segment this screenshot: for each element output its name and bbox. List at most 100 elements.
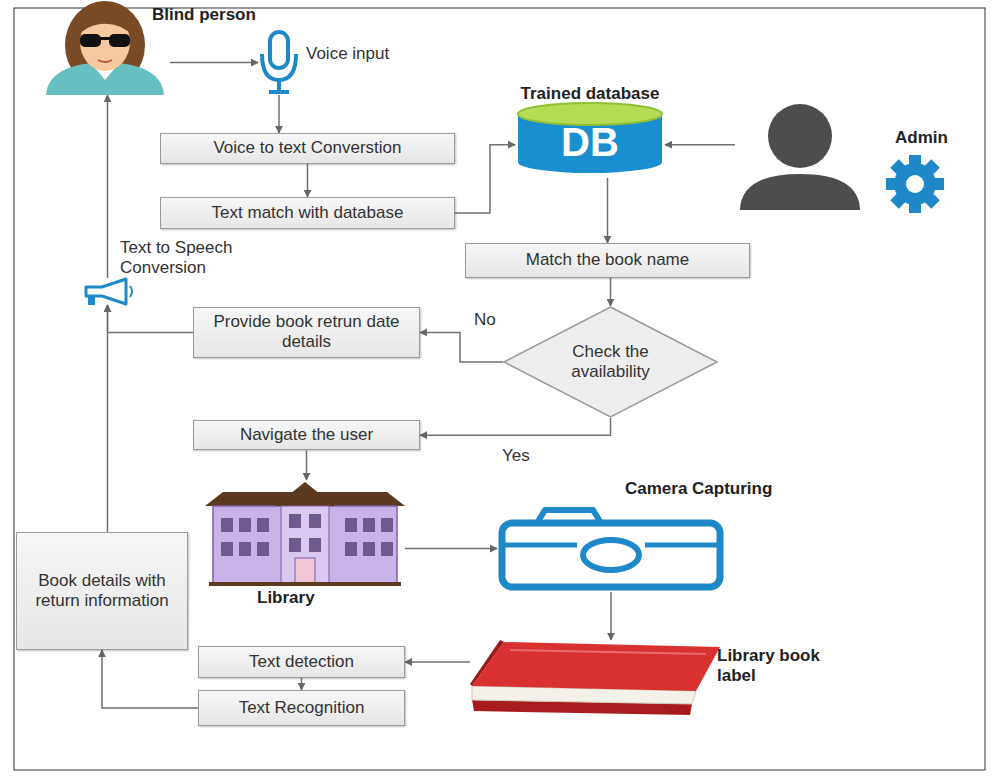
node-label: Library xyxy=(257,588,357,608)
icon-part xyxy=(269,90,289,94)
node-text: Text Recognition xyxy=(239,698,365,718)
frame-border xyxy=(14,8,985,770)
node-text: Check the availability xyxy=(546,342,675,383)
icon-part xyxy=(510,650,706,654)
icon-part xyxy=(502,543,577,548)
flow-arrow xyxy=(420,418,611,435)
icon-part xyxy=(277,80,281,90)
node-label: Camera Capturing xyxy=(625,479,775,499)
process-box: Navigate the user xyxy=(193,420,420,450)
icon-part xyxy=(130,286,132,297)
database-icon: Trained databaseDB xyxy=(515,80,665,178)
camera-icon: Camera Capturing xyxy=(497,505,725,592)
book-icon-drawing xyxy=(470,640,720,716)
node-text: Book details with return information xyxy=(25,571,179,612)
icon-part xyxy=(239,542,251,556)
person-icon-drawing xyxy=(40,0,170,95)
icon-part xyxy=(98,60,112,62)
icon-part xyxy=(221,518,233,532)
microphone-icon-drawing xyxy=(258,30,300,95)
speaker-icon-drawing xyxy=(80,278,135,305)
flow-arrow xyxy=(170,62,258,64)
process-box: Book details with return information xyxy=(16,532,188,650)
icon-part xyxy=(86,279,126,304)
flow-arrow xyxy=(610,592,612,640)
person-icon: Blind person xyxy=(40,0,170,95)
icon-part xyxy=(768,104,832,168)
flow-arrow xyxy=(102,650,198,708)
node-label: Blind person xyxy=(152,5,272,25)
process-box: Match the book name xyxy=(465,243,750,278)
node-text: Text detection xyxy=(249,652,354,672)
icon-part xyxy=(289,514,301,528)
flow-arrow xyxy=(108,305,194,332)
book-icon: Library book label xyxy=(470,640,720,716)
icon-part xyxy=(109,34,130,47)
icon-part xyxy=(381,542,393,556)
icon-part xyxy=(275,482,335,506)
flow-arrow xyxy=(107,95,109,278)
icon-part xyxy=(257,518,269,532)
icon-part xyxy=(504,307,717,417)
flow-arrow xyxy=(405,661,470,663)
node-label: Text to Speech Conversion xyxy=(120,238,270,279)
icon-part xyxy=(270,32,288,68)
icon-part xyxy=(80,34,101,47)
icon-part xyxy=(363,542,375,556)
node-text: Match the book name xyxy=(526,250,689,270)
node-text: Voice to text Converstion xyxy=(213,138,401,158)
icon-part xyxy=(213,506,397,584)
icon-part xyxy=(345,542,357,556)
flow-arrow xyxy=(455,145,515,213)
node-text: Navigate the user xyxy=(240,425,373,445)
icon-part xyxy=(78,10,133,36)
process-box: Text Recognition xyxy=(198,690,405,726)
icon-part xyxy=(740,174,860,210)
node-label: Trained database xyxy=(515,84,665,104)
flow-arrow xyxy=(278,95,280,133)
icon-part xyxy=(583,540,639,570)
flow-arrow xyxy=(405,548,497,550)
icon-part xyxy=(88,296,95,305)
speaker-icon: Text to Speech Conversion xyxy=(80,278,135,305)
icon-part xyxy=(281,506,329,584)
camera-icon-drawing xyxy=(497,505,725,592)
admin-icon: Admin xyxy=(735,100,965,210)
gear-hole xyxy=(906,175,924,193)
edge-label: Yes xyxy=(500,446,532,466)
icon-part xyxy=(239,518,251,532)
process-box: Text detection xyxy=(198,646,405,678)
icon-part xyxy=(502,523,720,587)
icon-part xyxy=(257,542,269,556)
icon-caption: DB xyxy=(515,122,665,162)
node-label: Library book label xyxy=(717,646,847,687)
icon-part xyxy=(645,543,720,548)
node-text: Text match with database xyxy=(212,203,404,223)
library-icon: Library xyxy=(205,480,405,608)
flow-arrow xyxy=(665,144,735,146)
gear-symbol xyxy=(886,155,944,213)
admin-icon-drawing xyxy=(735,100,965,210)
icon-part xyxy=(221,542,233,556)
node-text: Provide book retrun date details xyxy=(202,312,411,353)
process-box: Voice to text Converstion xyxy=(160,133,455,164)
icon-part xyxy=(309,514,321,528)
icon-part xyxy=(295,558,315,584)
icon-part xyxy=(209,582,401,586)
icon-part xyxy=(289,538,301,552)
edge-label: No xyxy=(472,310,498,330)
process-box: Provide book retrun date details xyxy=(193,307,420,358)
icon-part xyxy=(262,54,296,80)
icon-part xyxy=(345,518,357,532)
node-label: Voice input xyxy=(306,44,416,64)
process-box: Text match with database xyxy=(160,197,455,229)
icon-part xyxy=(470,640,504,686)
flow-arrow xyxy=(301,678,303,690)
flow-arrow xyxy=(607,178,609,243)
flow-arrow xyxy=(307,164,309,197)
icon-part xyxy=(472,642,720,691)
flow-arrow xyxy=(420,332,503,362)
icon-part xyxy=(381,518,393,532)
decision-diamond: Check the availability xyxy=(503,306,718,418)
